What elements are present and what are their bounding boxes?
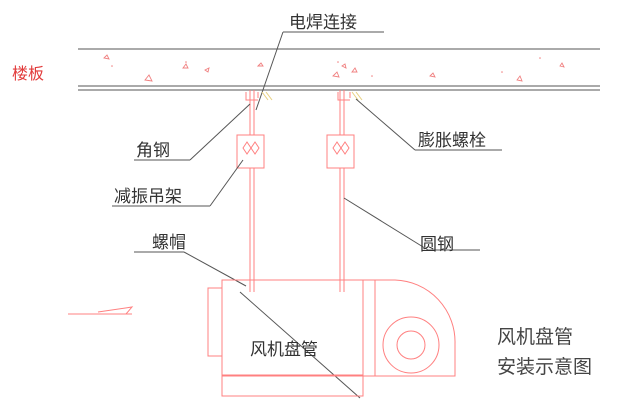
weld-leader	[255, 31, 384, 111]
label-nut: 螺帽	[152, 233, 186, 253]
damping-hanger-left	[236, 134, 265, 169]
label-floor: 楼板	[12, 64, 45, 83]
title-line-1: 风机盘管	[497, 326, 574, 348]
label-angle-steel: 角钢	[136, 141, 170, 161]
arrow-mark	[68, 306, 134, 315]
label-weld: 电焊连接	[289, 13, 357, 33]
round-steel-rod-right	[339, 90, 345, 292]
label-hanger: 减振吊架	[114, 187, 182, 207]
label-fan-coil-unit: 风机盘管	[250, 340, 318, 360]
fan-coil-unit	[207, 279, 376, 397]
label-round-steel: 圆钢	[420, 235, 454, 255]
leader-lines	[112, 98, 502, 399]
damping-hanger-right	[326, 134, 355, 169]
round-steel-rod-left	[249, 90, 255, 292]
label-anchor-bolt: 膨胀螺栓	[418, 131, 486, 151]
floor-slab	[78, 48, 600, 91]
expansion-bolt-marks	[261, 91, 363, 101]
diagram-title: 风机盘管 安装示意图	[497, 322, 592, 382]
title-line-2: 安装示意图	[497, 356, 593, 378]
blower-housing	[375, 279, 456, 377]
